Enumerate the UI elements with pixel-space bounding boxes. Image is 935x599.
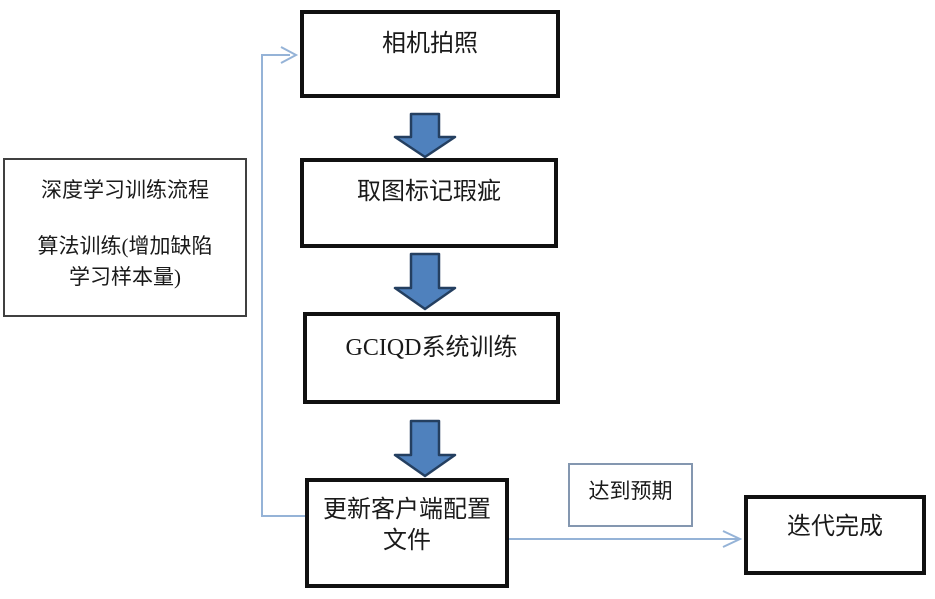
node-camera-capture-label: 相机拍照 [382, 31, 478, 57]
node-mark-defects-label: 取图标记瑕疵 [357, 179, 501, 205]
label-expectation-met-text: 达到预期 [588, 479, 673, 503]
feedback-arrowhead-icon [280, 46, 299, 64]
note-training-process-line3: 学习样本量) [69, 264, 181, 289]
node-iteration-done-label: 迭代完成 [787, 514, 883, 540]
node-camera-capture: 相机拍照 [300, 10, 560, 98]
node-iteration-done: 迭代完成 [744, 495, 926, 575]
node-system-training-label: GCIQD系统训练 [345, 335, 518, 361]
node-update-config-label-line2: 文件 [383, 528, 431, 555]
node-update-config-label-line1: 更新客户端配置 [323, 497, 491, 523]
label-expectation-met: 达到预期 [568, 463, 693, 527]
done-arrowhead-icon [722, 530, 743, 548]
down-block-arrow-3-icon [393, 419, 457, 478]
feedback-connector-line [261, 54, 305, 517]
node-system-training: GCIQD系统训练 [303, 312, 560, 404]
node-mark-defects: 取图标记瑕疵 [300, 158, 558, 248]
down-block-arrow-2-icon [393, 252, 457, 311]
note-spacer [5, 205, 245, 231]
node-update-config: 更新客户端配置 文件 [305, 478, 509, 588]
note-training-process-line2: 算法训练(增加缺陷 [37, 234, 213, 259]
down-block-arrow-1-icon [393, 112, 457, 159]
note-training-process-line1: 深度学习训练流程 [41, 178, 209, 202]
note-training-process: 深度学习训练流程 算法训练(增加缺陷 学习样本量) [3, 158, 247, 317]
